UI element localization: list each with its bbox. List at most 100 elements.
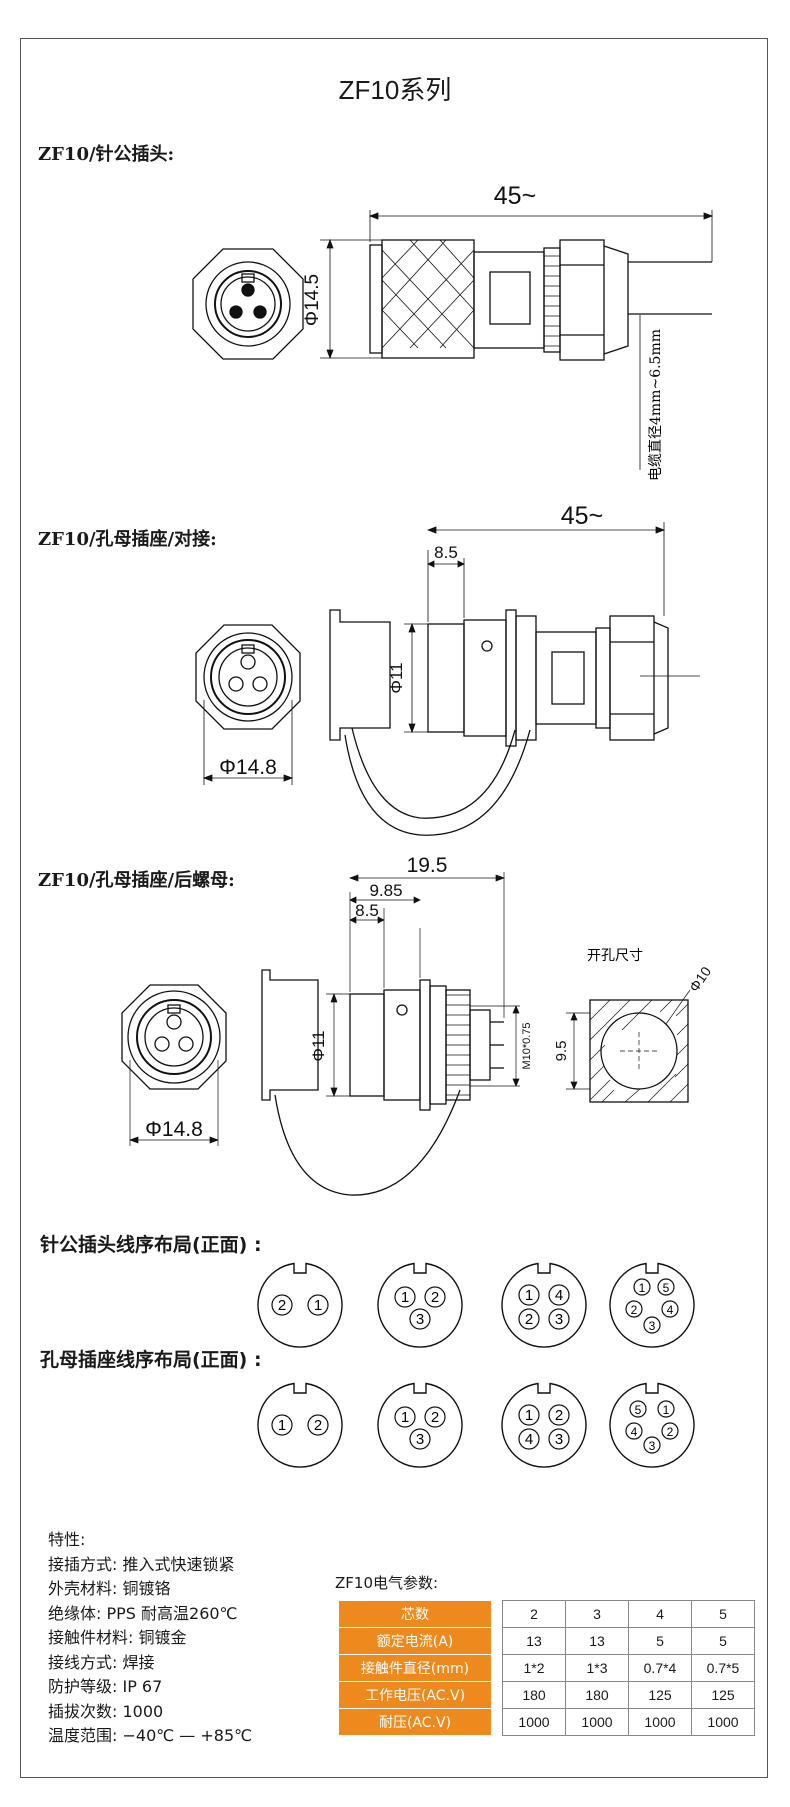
pin-number: 1 [401, 1289, 409, 1306]
pin-number: 1 [401, 1409, 409, 1426]
table-cell: 5 [691, 1627, 755, 1655]
pin-number: 4 [631, 1425, 638, 1439]
table-cell: 1000 [565, 1708, 629, 1736]
row-header: 接触件直径(mm) [338, 1654, 492, 1682]
pin-circle [625, 1300, 643, 1318]
pin-circle [629, 1400, 647, 1418]
outer-frame [20, 38, 768, 1778]
table-cell: 3 [565, 1600, 629, 1628]
table-row: 接触件直径(mm) 1*2 1*3 0.7*4 0.7*5 [338, 1654, 755, 1682]
socket-length-dim: 45~ [561, 502, 603, 530]
feature-line: 绝缘体: PPS 耐高温260℃ [48, 1603, 238, 1623]
pin-circle [394, 1286, 416, 1308]
pin-circle [518, 1404, 540, 1426]
rear-front-diameter-dim: Φ14.8 [145, 1118, 203, 1141]
table-row: 额定电流(A) 13 13 5 5 [338, 1627, 755, 1655]
pin-number: 3 [555, 1311, 563, 1328]
pin-number: 1 [525, 1287, 533, 1304]
section-female-layout: 孔母插座线序布局(正面) : [40, 1349, 262, 1371]
pin-number: 1 [525, 1407, 533, 1424]
table-cell: 2 [502, 1600, 566, 1628]
section-plug: ZF10/针公插头: [38, 144, 175, 165]
row-header: 工作电压(AC.V) [338, 1681, 492, 1709]
table-cell: 1000 [628, 1708, 692, 1736]
table-cell: 1*2 [502, 1654, 566, 1682]
pin-circle [271, 1414, 293, 1436]
pin-circle [424, 1286, 446, 1308]
table-cell: 0.7*4 [628, 1654, 692, 1682]
plug-pin-1 [241, 283, 255, 297]
layout-outline [377, 1382, 463, 1468]
socket-offset-dim: 8.5 [434, 543, 458, 562]
table-cell: 180 [502, 1681, 566, 1709]
socket-rear-nut [609, 615, 655, 741]
plug-front-outer-ring [205, 261, 291, 347]
row-header: 芯数 [338, 1600, 492, 1628]
plug-drawing: 45~ Φ14.5 电缆直径4mm~6.5mm [192, 182, 714, 481]
pin-number: 1 [663, 1403, 670, 1417]
pin-number: 3 [649, 1439, 656, 1453]
socket-docking-drawing: 45~ 8.5 Φ11 Φ14.8 [195, 502, 700, 836]
row-header: 额定电流(A) [338, 1627, 492, 1655]
plug-pin-3 [253, 305, 267, 319]
dust-cap [329, 609, 391, 741]
pin-circle [409, 1308, 431, 1330]
rear-total-dim: 19.5 [407, 854, 448, 877]
pin-circle [394, 1406, 416, 1428]
layout-outline [377, 1262, 463, 1348]
table-cell: 1000 [691, 1708, 755, 1736]
pin-number: 2 [431, 1409, 439, 1426]
pin-number: 3 [649, 1319, 656, 1333]
feature-line: 接插方式: 推入式快速锁紧 [48, 1554, 235, 1574]
pin-circle [657, 1400, 675, 1418]
pin-number: 4 [667, 1303, 674, 1317]
rear-dust-cap [261, 969, 319, 1101]
layout-outline [257, 1382, 343, 1468]
pin-circle [548, 1404, 570, 1426]
feature-line: 温度范围: −40℃ — +85℃ [48, 1726, 253, 1745]
table-cell: 125 [691, 1681, 755, 1709]
pin-circle [633, 1278, 651, 1296]
layout-outline [609, 1382, 695, 1468]
pin-circle [548, 1284, 570, 1306]
socket-front-diameter-dim: Φ14.8 [219, 756, 277, 779]
rear-offset-dim: 8.5 [355, 901, 379, 920]
feature-line: 接触件材料: 铜镀金 [48, 1628, 187, 1647]
plug-rear-nut [559, 239, 605, 361]
feature-line: 插拔次数: 1000 [48, 1701, 164, 1721]
feature-line: 防护等级: IP 67 [48, 1677, 163, 1696]
cable-diameter-note: 电缆直径4mm~6.5mm [647, 329, 664, 481]
plug-diameter-dim: Φ14.5 [302, 274, 323, 326]
pin-circle [518, 1284, 540, 1306]
pin-number: 2 [555, 1407, 563, 1424]
pin-circle [409, 1428, 431, 1450]
pin-circle [661, 1300, 679, 1318]
table-row: 耐压(AC.V) 1000 1000 1000 1000 [338, 1708, 755, 1736]
feature-line: 接线方式: 焊接 [48, 1652, 155, 1672]
params-title: ZF10电气参数: [335, 1574, 439, 1592]
rear-mid-dim: 9.85 [369, 881, 402, 900]
pin-number: 5 [663, 1281, 670, 1295]
pin-number: 3 [555, 1431, 563, 1448]
socket-front-ring [203, 632, 293, 722]
pin-number: 2 [278, 1297, 286, 1314]
pin-number: 2 [667, 1425, 674, 1439]
layout-outline [609, 1262, 695, 1348]
features-block: 特性: 接插方式: 推入式快速锁紧 外壳材料: 铜镀铬 绝缘体: PPS 耐高温… [48, 1528, 252, 1749]
pin-number: 1 [314, 1297, 322, 1314]
pin-number: 3 [416, 1311, 424, 1328]
section-socket-docking: ZF10/孔母插座/对接: [38, 529, 217, 550]
table-cell: 13 [502, 1627, 566, 1655]
pin-number: 5 [635, 1403, 642, 1417]
table-cell: 5 [628, 1627, 692, 1655]
table-cell: 4 [628, 1600, 692, 1628]
pin-number: 4 [525, 1431, 533, 1448]
pin-circle [625, 1422, 643, 1440]
